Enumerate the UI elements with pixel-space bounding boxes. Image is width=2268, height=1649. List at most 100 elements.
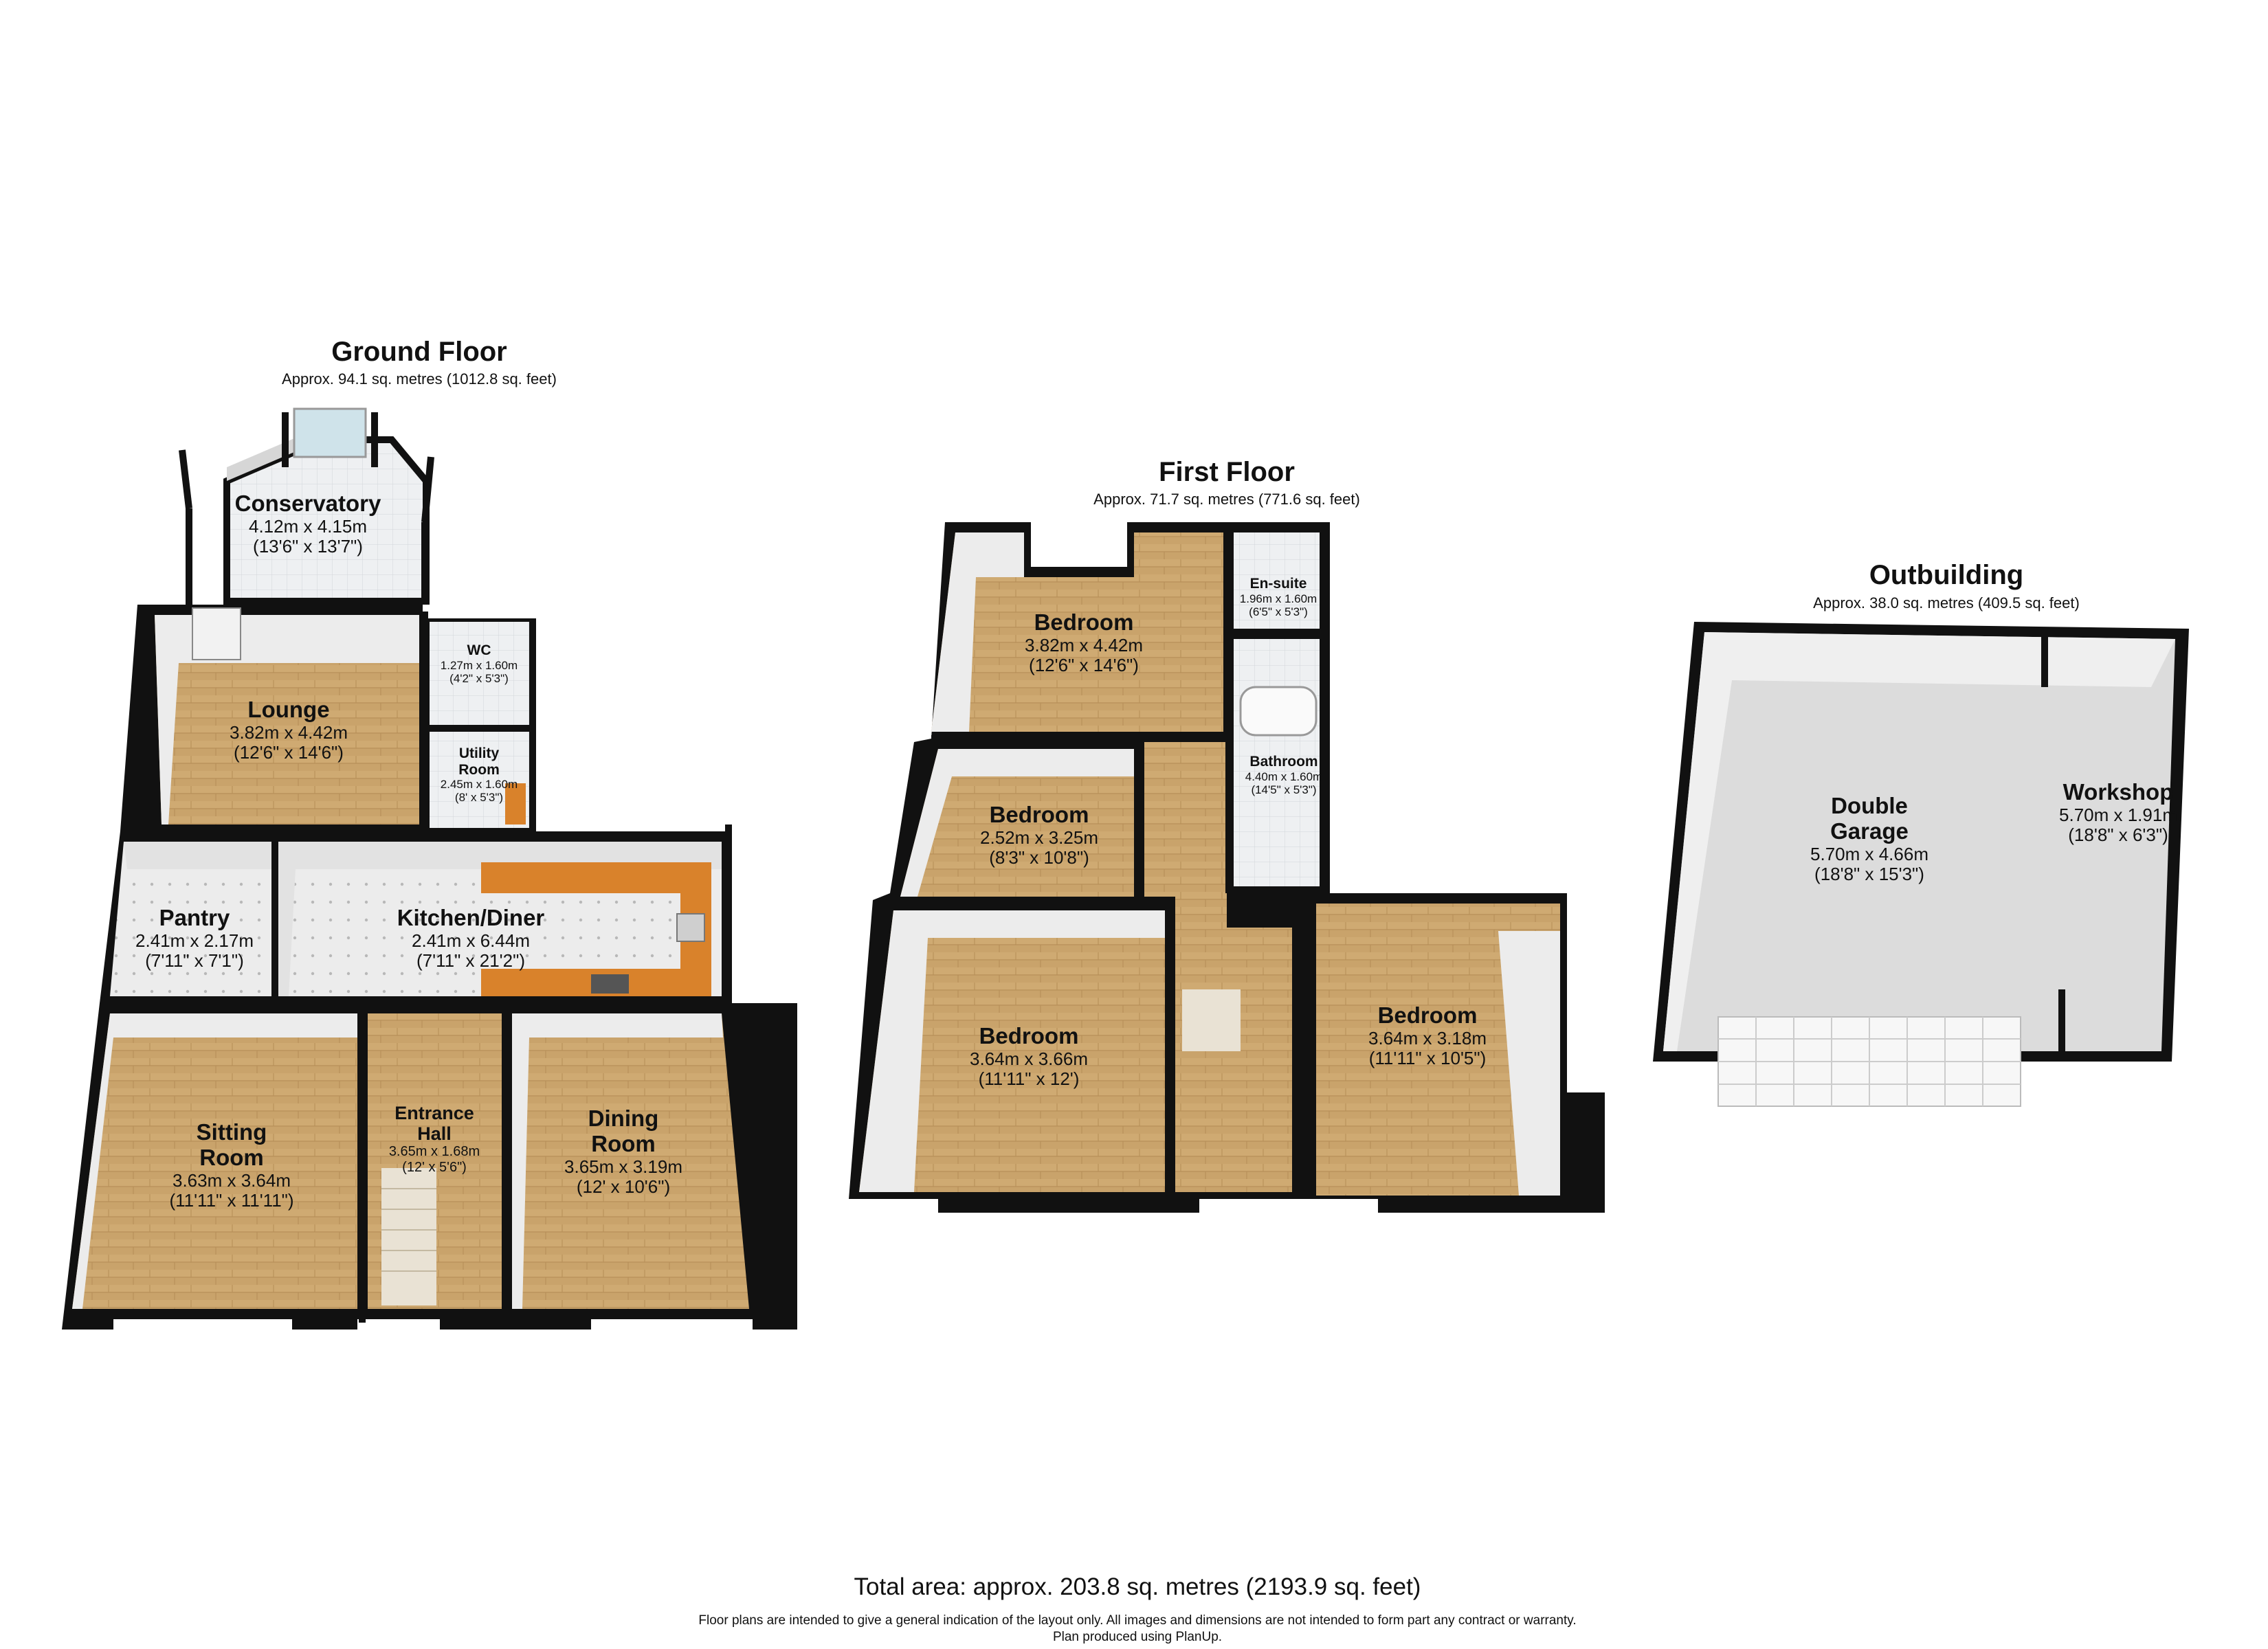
room-name-line2: Garage (1830, 818, 1909, 844)
room-imperial: (12'6" x 14'6") (1029, 655, 1139, 676)
bedroom-1-floor (931, 532, 1223, 732)
room-imperial: (7'11" x 7'1") (145, 950, 244, 972)
room-metric: 3.63m x 3.64m (173, 1169, 291, 1191)
room-imperial: (8'3" x 10'8") (989, 847, 1089, 868)
garage-door (1717, 1016, 2021, 1107)
room-imperial: (18'8" x 15'3") (1814, 864, 1924, 885)
ground-floor-plan (62, 407, 797, 1330)
room-imperial: (4'2" x 5'3") (449, 671, 509, 685)
room-imperial: (6'5" x 5'3") (1249, 605, 1308, 618)
room-imperial: (18'8" x 6'3") (2068, 824, 2168, 846)
room-name: Bedroom (989, 802, 1089, 827)
room-name: Conservatory (234, 491, 381, 516)
room-metric: 5.70m x 1.91m (2059, 804, 2177, 825)
room-metric: 3.82m x 4.42m (230, 721, 348, 743)
room-name: Kitchen/Diner (397, 905, 545, 930)
double-garage-label: Double Garage 5.70m x 4.66m (18'8" x 15'… (1810, 793, 1928, 885)
room-imperial: (12' x 5'6") (402, 1159, 467, 1175)
room-name-line2: Room (591, 1130, 656, 1156)
kitchen-diner-label: Kitchen/Diner 2.41m x 6.44m (7'11" x 21'… (397, 905, 545, 972)
room-metric: 3.82m x 4.42m (1025, 634, 1143, 655)
room-imperial: (12'6" x 14'6") (234, 742, 344, 763)
room-imperial: (11'11" x 11'11") (169, 1190, 294, 1211)
room-imperial: (7'11" x 21'2") (416, 950, 525, 972)
kitchen-worktop (481, 862, 711, 996)
ground-floor-area: Approx. 94.1 sq. metres (1012.8 sq. feet… (282, 370, 557, 388)
bedroom-4-label: Bedroom 3.64m x 3.18m (11'11" x 10'5") (1368, 1002, 1487, 1069)
room-name: Bedroom (979, 1023, 1079, 1048)
bedroom-2-floor (900, 749, 1134, 897)
room-name: Bedroom (1034, 609, 1134, 635)
pantry-label: Pantry 2.41m x 2.17m (7'11" x 7'1") (135, 905, 254, 972)
sitting-room-label: Sitting Room 3.63m x 3.64m (11'11" x 11'… (169, 1119, 294, 1211)
room-imperial: (14'5" x 5'3") (1251, 783, 1317, 796)
pantry-floor (110, 842, 271, 996)
room-metric: 2.41m x 2.17m (135, 930, 254, 951)
conservatory-label: Conservatory 4.12m x 4.15m (13'6" x 13'7… (235, 491, 381, 557)
room-name-line2: Room (199, 1144, 264, 1170)
first-floor-plan (849, 522, 1605, 1213)
lounge-label: Lounge 3.82m x 4.42m (12'6" x 14'6") (230, 697, 348, 763)
outbuilding-plan (1653, 622, 2189, 1107)
wc-floor (430, 622, 529, 725)
room-name-line2: Hall (417, 1123, 452, 1145)
room-name: En-suite (1249, 576, 1307, 592)
room-name: Bathroom (1249, 754, 1318, 770)
first-floor-title: First Floor (1159, 457, 1295, 487)
room-metric: 3.64m x 3.18m (1368, 1027, 1487, 1048)
wc-label: WC 1.27m x 1.60m (4'2" x 5'3") (441, 642, 518, 685)
room-name-line1: Utility (458, 745, 500, 761)
room-name: WC (467, 642, 491, 658)
room-metric: 2.41m x 6.44m (412, 930, 530, 951)
room-name-line1: Sitting (196, 1119, 267, 1145)
outbuilding-title: Outbuilding (1869, 560, 2024, 590)
ensuite-label: En-suite 1.96m x 1.60m (6'5" x 5'3") (1240, 576, 1317, 618)
garage-floor (1663, 632, 2175, 1051)
ensuite-floor (1234, 532, 1320, 629)
room-metric: 3.64m x 3.66m (970, 1048, 1088, 1069)
disclaimer: Floor plans are intended to give a gener… (698, 1613, 1577, 1628)
room-name: Bedroom (1377, 1002, 1478, 1028)
room-name-line2: Room (458, 761, 500, 778)
room-imperial: (13'6" x 13'7") (253, 536, 363, 557)
room-name-line1: Dining (588, 1106, 659, 1131)
utility-floor (430, 732, 529, 828)
room-metric: 1.96m x 1.60m (1239, 592, 1318, 605)
room-metric: 2.52m x 3.25m (980, 827, 1098, 848)
utility-room-label: Utility Room 2.45m x 1.60m (8' x 5'3") (441, 745, 518, 804)
total-area: Total area: approx. 203.8 sq. metres (21… (854, 1573, 1421, 1600)
room-metric: 4.12m x 4.15m (249, 515, 367, 537)
bedroom-4-floor (1316, 904, 1560, 1196)
room-metric: 2.45m x 1.60m (440, 778, 518, 792)
room-metric: 4.40m x 1.60m (1245, 770, 1323, 783)
bedroom-1-label: Bedroom 3.82m x 4.42m (12'6" x 14'6") (1025, 609, 1143, 676)
room-imperial: (11'11" x 10'5") (1368, 1048, 1487, 1069)
ground-floor-title: Ground Floor (331, 337, 507, 367)
room-imperial: (11'11" x 12') (978, 1068, 1080, 1090)
bedroom-3-label: Bedroom 3.64m x 3.66m (11'11" x 12') (970, 1023, 1088, 1090)
dining-room-floor (512, 1013, 749, 1309)
lounge-floor (155, 615, 419, 824)
room-imperial: (8' x 5'3") (454, 791, 504, 805)
room-metric: 1.27m x 1.60m (440, 658, 518, 672)
produced-by: Plan produced using PlanUp. (1052, 1630, 1223, 1644)
room-name: Workshop (2063, 779, 2174, 805)
first-floor-area: Approx. 71.7 sq. metres (771.6 sq. feet) (1093, 491, 1360, 508)
room-metric: 5.70m x 4.66m (1810, 843, 1928, 864)
outbuilding-area: Approx. 38.0 sq. metres (409.5 sq. feet) (1813, 594, 2080, 612)
workshop-label: Workshop 5.70m x 1.91m (18'8" x 6'3") (2059, 779, 2177, 846)
dining-room-label: Dining Room 3.65m x 3.19m (12' x 10'6") (564, 1106, 682, 1197)
room-metric: 3.65m x 3.19m (564, 1156, 682, 1177)
room-metric: 3.65m x 1.68m (388, 1144, 480, 1160)
landing-floor (1144, 739, 1292, 1192)
room-name: Pantry (159, 905, 230, 930)
room-name: Lounge (247, 697, 330, 722)
bedroom-3-floor (859, 910, 1165, 1192)
room-imperial: (12' x 10'6") (576, 1176, 671, 1198)
bathroom-label: Bathroom 4.40m x 1.60m (14'5" x 5'3") (1245, 754, 1322, 796)
room-name-line1: Entrance (394, 1103, 474, 1123)
bedroom-2-label: Bedroom 2.52m x 3.25m (8'3" x 10'8") (980, 802, 1098, 868)
entrance-hall-label: Entrance Hall 3.65m x 1.68m (12' x 5'6") (389, 1103, 480, 1175)
